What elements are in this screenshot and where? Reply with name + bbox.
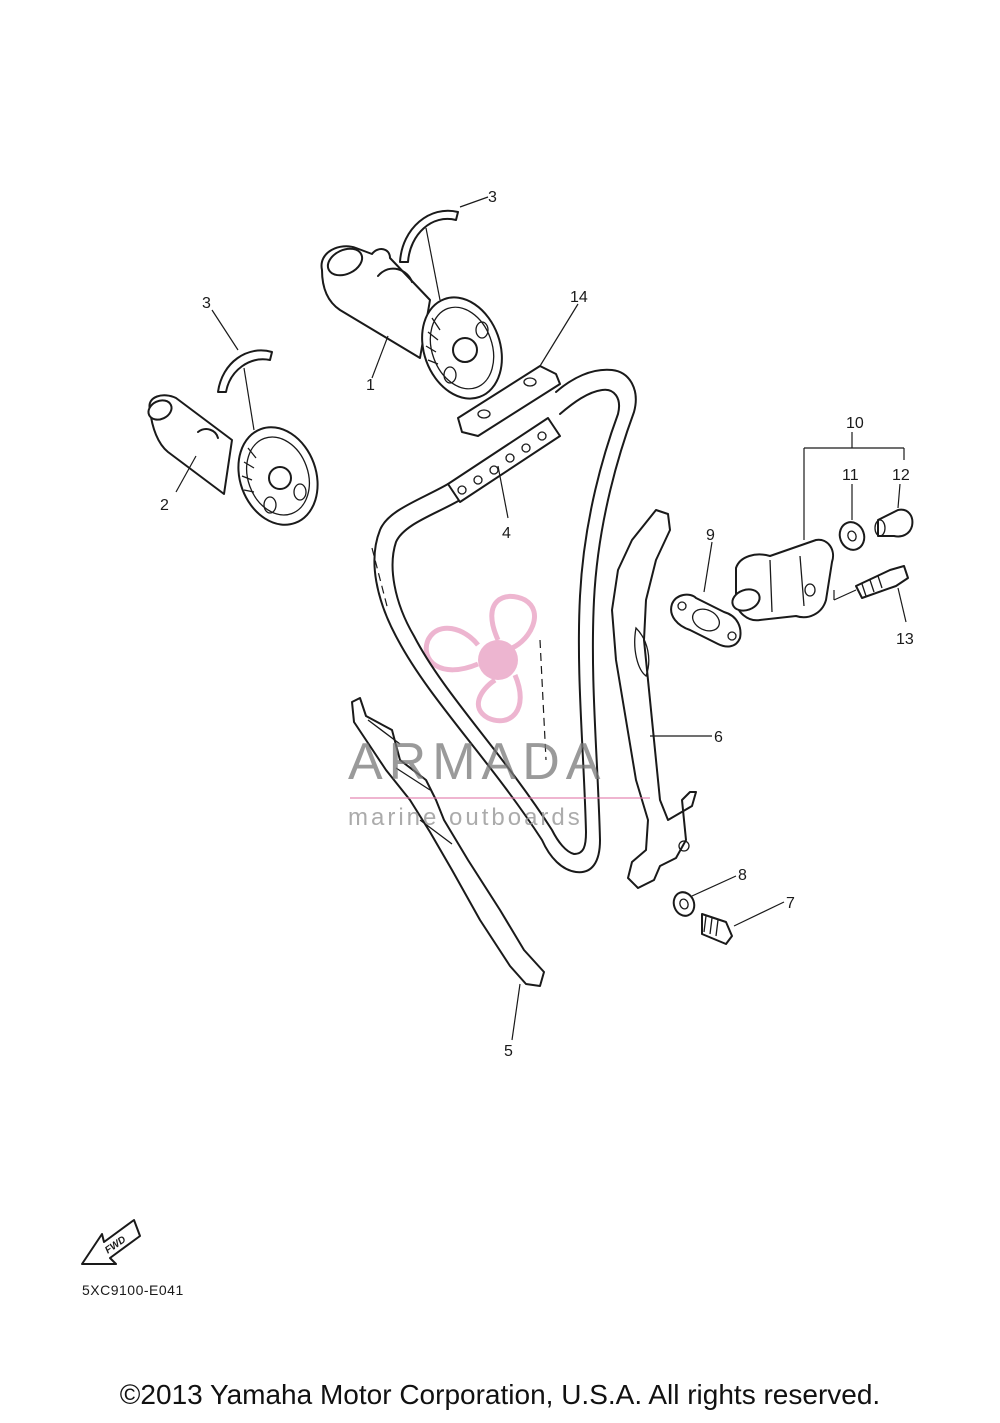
part-12-cap-bolt <box>874 483 914 538</box>
callout-8: 8 <box>738 867 747 884</box>
part-8-washer <box>672 875 737 917</box>
part-3-upper-clip <box>399 196 489 301</box>
callout-5: 5 <box>504 1043 513 1060</box>
callout-3-left: 3 <box>202 295 211 312</box>
callout-3-upper: 3 <box>488 189 497 206</box>
callout-labels: 1 2 3 3 4 5 6 7 8 9 10 11 12 13 14 <box>160 189 914 1060</box>
callout-1: 1 <box>366 377 375 394</box>
callout-2: 2 <box>160 497 169 514</box>
watermark-brand: ARMADA <box>348 733 607 791</box>
watermark-divider <box>350 797 650 799</box>
callout-13: 13 <box>896 631 914 648</box>
part-3-left-clip <box>211 309 273 431</box>
part-13-bolt <box>833 565 909 623</box>
copyright-notice: ©2013 Yamaha Motor Corporation, U.S.A. A… <box>119 1379 881 1410</box>
diagram-code: 5XC9100-E041 <box>82 1282 184 1298</box>
fwd-arrow-icon: FWD <box>81 1219 141 1265</box>
part-2-camshaft <box>147 394 319 526</box>
part-11-washer <box>838 484 866 551</box>
callout-7: 7 <box>786 895 795 912</box>
callout-9: 9 <box>706 527 715 544</box>
part-6-tensioner-guide <box>611 509 712 889</box>
watermark-tagline: marine outboards <box>348 804 583 831</box>
part-1-camshaft <box>320 245 503 400</box>
callout-11: 11 <box>842 467 859 484</box>
callout-12: 12 <box>892 467 910 484</box>
part-4-cam-chain <box>371 368 637 874</box>
part-14-chain-guide <box>457 303 579 437</box>
propeller-logo-watermark <box>423 593 537 724</box>
callout-4: 4 <box>502 525 511 542</box>
callout-6: 6 <box>714 729 723 746</box>
part-9-gasket <box>670 541 742 648</box>
part-5-chain-guide <box>351 697 545 1041</box>
callout-10: 10 <box>846 415 864 432</box>
callout-14: 14 <box>570 289 588 306</box>
chain-link-segment <box>447 417 561 503</box>
part-10-tensioner-assembly <box>731 432 905 622</box>
part-7-bolt <box>701 901 785 945</box>
